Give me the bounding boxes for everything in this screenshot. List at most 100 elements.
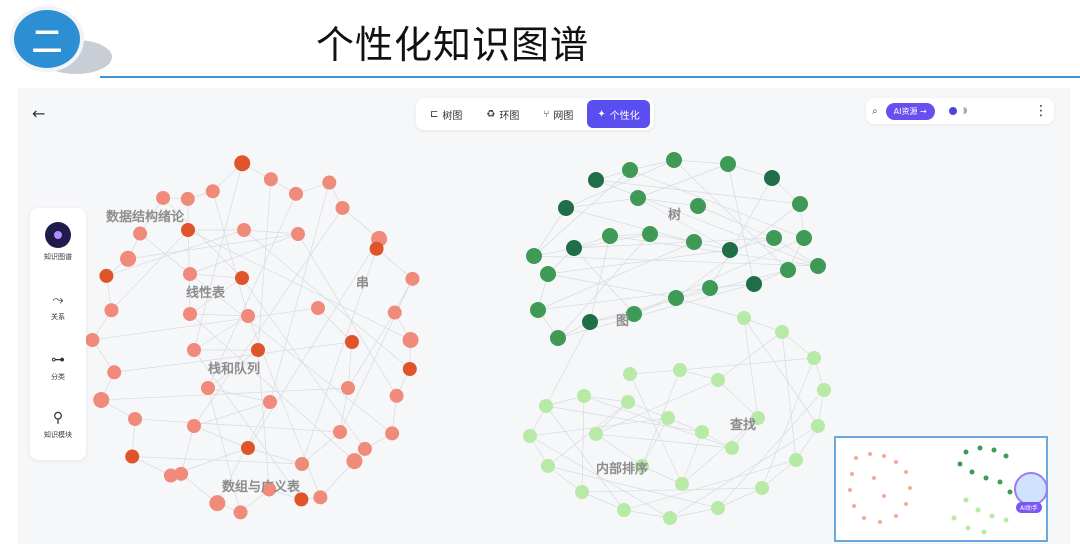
graph-node[interactable]	[345, 335, 359, 349]
graph-node[interactable]	[630, 190, 646, 206]
graph-node[interactable]	[541, 459, 555, 473]
graph-node[interactable]	[711, 501, 725, 515]
graph-node[interactable]	[263, 172, 278, 187]
tab-tree[interactable]: ⊏树图	[430, 108, 463, 122]
graph-node[interactable]	[357, 441, 372, 456]
graph-node[interactable]	[156, 190, 171, 205]
graph-node[interactable]	[128, 411, 143, 426]
graph-node[interactable]	[663, 511, 677, 525]
graph-node[interactable]	[796, 230, 812, 246]
sidebar-item-category[interactable]: ⊶ 分类	[30, 352, 86, 382]
sidebar-item-relation[interactable]: ⤳ 关系	[30, 292, 86, 322]
graph-node[interactable]	[623, 367, 637, 381]
graph-node[interactable]	[313, 490, 328, 505]
tab-personalized[interactable]: ✦个性化	[587, 100, 650, 128]
graph-node[interactable]	[695, 425, 709, 439]
graph-node[interactable]	[722, 242, 738, 258]
graph-node[interactable]	[661, 411, 675, 425]
cluster-label[interactable]: 数组与广义表	[222, 480, 301, 495]
graph-node[interactable]	[711, 373, 725, 387]
graph-node[interactable]	[675, 477, 689, 491]
graph-node[interactable]	[817, 383, 831, 397]
graph-node[interactable]	[402, 362, 417, 377]
graph-node[interactable]	[588, 172, 604, 188]
theme-toggle[interactable]: ◗	[948, 106, 968, 116]
graph-node[interactable]	[526, 248, 542, 264]
graph-node[interactable]	[262, 482, 277, 497]
cluster-label[interactable]: 栈和队列	[208, 362, 261, 377]
graph-node[interactable]	[180, 191, 195, 206]
ai-resource-button[interactable]: AI资源 →	[885, 102, 935, 120]
sidebar-item-knowledge-graph[interactable]: 知识图谱	[30, 222, 86, 262]
graph-node[interactable]	[666, 152, 682, 168]
graph-node[interactable]	[577, 389, 591, 403]
graph-node[interactable]	[335, 200, 350, 215]
graph-node[interactable]	[387, 305, 402, 320]
graph-node[interactable]	[589, 427, 603, 441]
graph-node[interactable]	[251, 343, 265, 357]
graph-node[interactable]	[764, 170, 780, 186]
graph-node[interactable]	[125, 449, 140, 464]
graph-node[interactable]	[322, 175, 337, 190]
graph-node[interactable]	[702, 280, 718, 296]
moon-icon[interactable]: ◗	[962, 106, 968, 116]
graph-node[interactable]	[187, 343, 201, 357]
graph-node[interactable]	[775, 325, 789, 339]
tab-ring[interactable]: ♻环图	[486, 108, 520, 122]
graph-node[interactable]	[209, 495, 226, 512]
graph-node[interactable]	[737, 311, 751, 325]
graph-node[interactable]	[530, 302, 546, 318]
graph-node[interactable]	[237, 223, 251, 237]
graph-node[interactable]	[811, 419, 825, 433]
graph-node[interactable]	[673, 363, 687, 377]
cluster-label[interactable]: 查找	[730, 418, 757, 433]
graph-node[interactable]	[766, 230, 782, 246]
minimap[interactable]	[834, 436, 1048, 542]
graph-node[interactable]	[622, 162, 638, 178]
graph-node[interactable]	[789, 453, 803, 467]
graph-node[interactable]	[539, 399, 553, 413]
cluster-label[interactable]: 内部排序	[596, 462, 649, 477]
graph-node[interactable]	[333, 425, 347, 439]
graph-node[interactable]	[346, 453, 363, 470]
graph-node[interactable]	[635, 459, 649, 473]
graph-node[interactable]	[582, 314, 598, 330]
graph-node[interactable]	[294, 492, 309, 507]
knowledge-graph-canvas[interactable]	[18, 88, 1070, 544]
graph-node[interactable]	[602, 228, 618, 244]
graph-node[interactable]	[181, 223, 195, 237]
more-vertical-icon[interactable]: ⋮	[1034, 103, 1048, 119]
graph-node[interactable]	[93, 391, 110, 408]
ai-assistant-avatar[interactable]	[1014, 472, 1048, 506]
tab-network[interactable]: ⑂网图	[543, 108, 574, 122]
graph-node[interactable]	[575, 485, 589, 499]
search-icon[interactable]: ⌕	[872, 105, 878, 117]
graph-node[interactable]	[550, 330, 566, 346]
graph-node[interactable]	[523, 429, 537, 443]
graph-node[interactable]	[85, 333, 100, 347]
graph-node[interactable]	[668, 290, 684, 306]
graph-node[interactable]	[755, 481, 769, 495]
graph-node[interactable]	[133, 226, 148, 241]
graph-node[interactable]	[120, 250, 137, 267]
graph-node[interactable]	[233, 505, 248, 520]
graph-node[interactable]	[566, 240, 582, 256]
graph-node[interactable]	[183, 267, 197, 281]
cluster-label[interactable]: 数据结构绪论	[106, 210, 185, 225]
graph-node[interactable]	[617, 503, 631, 517]
graph-node[interactable]	[402, 332, 419, 348]
graph-node[interactable]	[241, 441, 255, 455]
graph-node[interactable]	[201, 381, 215, 395]
graph-node[interactable]	[642, 226, 658, 242]
graph-node[interactable]	[807, 351, 821, 365]
light-theme-icon[interactable]	[948, 107, 957, 115]
graph-node[interactable]	[780, 262, 796, 278]
graph-node[interactable]	[163, 468, 178, 483]
cluster-label[interactable]: 串	[356, 276, 370, 291]
graph-node[interactable]	[104, 303, 119, 318]
graph-node[interactable]	[690, 198, 706, 214]
graph-node[interactable]	[746, 276, 762, 292]
graph-node[interactable]	[621, 395, 635, 409]
graph-node[interactable]	[107, 365, 122, 380]
graph-node[interactable]	[311, 301, 325, 315]
